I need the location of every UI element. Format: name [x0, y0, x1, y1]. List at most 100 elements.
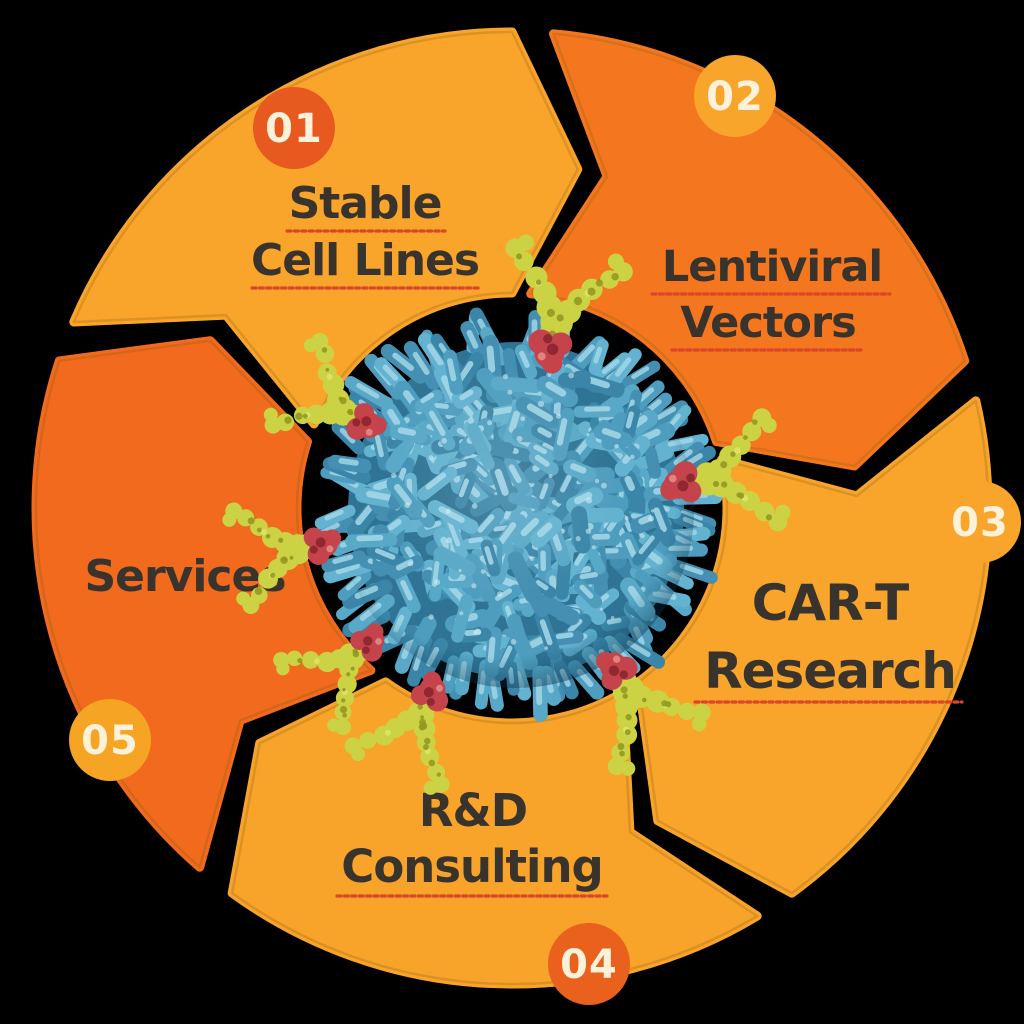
- cell-shading: [338, 332, 694, 688]
- illustration-dot: [765, 514, 773, 521]
- badge-05: 05: [69, 699, 151, 781]
- illustration-dot: [428, 759, 436, 767]
- car-receptor: [596, 651, 711, 776]
- illustration-dot: [678, 702, 696, 721]
- illustration-dot: [363, 636, 373, 646]
- illustration-dot: [668, 474, 677, 483]
- illustration-dot: [350, 666, 355, 671]
- illustration-dot: [346, 672, 351, 677]
- illustration-dot: [418, 723, 426, 731]
- illustration-dot: [641, 697, 647, 703]
- illustration-dot: [712, 480, 720, 488]
- illustration-dot: [368, 416, 387, 435]
- badge-05-circle: [69, 699, 151, 781]
- illustration-dot: [535, 279, 542, 285]
- illustration-dot: [543, 334, 553, 344]
- label-lentiviral: Lentiviral: [662, 242, 882, 292]
- illustration-dot: [361, 640, 383, 662]
- illustration-dot: [556, 314, 564, 322]
- illustration-dot: [247, 517, 255, 525]
- label-consulting: Consulting: [341, 840, 602, 893]
- badge-04-number: 04: [560, 942, 618, 988]
- cell-microvillus: [626, 640, 651, 658]
- illustration-dot: [282, 557, 287, 562]
- illustration-dot: [721, 481, 728, 488]
- illustration-dot: [256, 527, 262, 533]
- illustration-dot: [417, 704, 423, 710]
- illustration-dot: [775, 504, 791, 521]
- illustration-dot: [347, 408, 354, 415]
- badge-01: 01: [253, 87, 335, 169]
- illustration-dot: [622, 693, 628, 699]
- illustration-dot: [265, 533, 271, 539]
- illustration-dot: [366, 623, 384, 641]
- cell-microvillus: [356, 383, 380, 399]
- illustration-dot: [326, 545, 334, 553]
- badge-03-circle: [939, 481, 1021, 563]
- illustration-dot: [317, 651, 338, 673]
- illustration-dot: [686, 473, 695, 483]
- t-cell-illustration: [222, 234, 791, 795]
- illustration-dot: [341, 698, 346, 703]
- segment-labels: Stable Cell Lines Lentiviral Vectors CAR…: [84, 178, 964, 898]
- badge-03: 03: [939, 481, 1021, 563]
- illustration-dot: [361, 416, 372, 427]
- label-research: Research: [704, 642, 956, 700]
- illustration-dot: [260, 529, 267, 536]
- illustration-dot: [278, 537, 284, 543]
- badge-04: 04: [548, 923, 630, 1005]
- badge-04-circle: [548, 923, 630, 1005]
- illustration-dot: [254, 587, 263, 595]
- illustration-dot: [573, 296, 583, 306]
- car-receptor: [660, 408, 791, 532]
- illustration-dot: [435, 684, 443, 692]
- illustration-dot: [611, 273, 619, 281]
- illustration-dot: [424, 737, 431, 745]
- illustration-dot: [625, 714, 632, 721]
- illustration-dot: [616, 709, 638, 731]
- illustration-dot: [359, 731, 377, 749]
- illustration-dot: [423, 687, 434, 698]
- car-receptor: [263, 332, 387, 440]
- label-vectors: Vectors: [680, 298, 855, 348]
- illustration-dot: [546, 343, 559, 355]
- illustration-dot: [339, 705, 348, 714]
- illustration-dot: [607, 253, 624, 270]
- illustration-dot: [752, 419, 758, 425]
- illustration-dot: [619, 670, 628, 679]
- illustration-dot: [730, 451, 736, 457]
- illustration-dot: [302, 413, 308, 419]
- illustration-dot: [276, 662, 290, 676]
- illustration-dot: [327, 718, 341, 732]
- illustration-dot: [342, 687, 346, 692]
- illustration-dot: [337, 674, 357, 694]
- illustration-dot: [270, 572, 276, 578]
- illustration-dot: [314, 658, 320, 664]
- illustration-dot: [541, 352, 563, 374]
- illustration-dot: [619, 750, 625, 757]
- segment-stable-cell-lines: [69, 27, 583, 429]
- illustration-dot: [761, 417, 777, 434]
- illustration-dot: [595, 279, 603, 287]
- illustration-dot: [620, 761, 636, 776]
- illustration-dot: [517, 234, 534, 251]
- badge-02-number: 02: [706, 74, 764, 120]
- badge-02-circle: [694, 55, 776, 137]
- illustration-dot: [342, 712, 348, 718]
- cell-microvillus: [679, 563, 704, 575]
- illustration-dot: [420, 715, 424, 720]
- cell-microvillus: [339, 427, 356, 444]
- illustration-dot: [375, 638, 382, 645]
- label-car-t: CAR-T: [752, 574, 909, 632]
- illustration-dot: [352, 418, 361, 427]
- illustration-dot: [289, 555, 294, 560]
- illustration-dot: [303, 338, 318, 353]
- badge-01-number: 01: [265, 106, 323, 152]
- illustration-dot: [301, 651, 320, 669]
- illustration-dot: [423, 780, 438, 795]
- illustration-dot: [612, 655, 621, 663]
- segment-outline: [72, 30, 580, 426]
- illustration-dot: [537, 352, 546, 361]
